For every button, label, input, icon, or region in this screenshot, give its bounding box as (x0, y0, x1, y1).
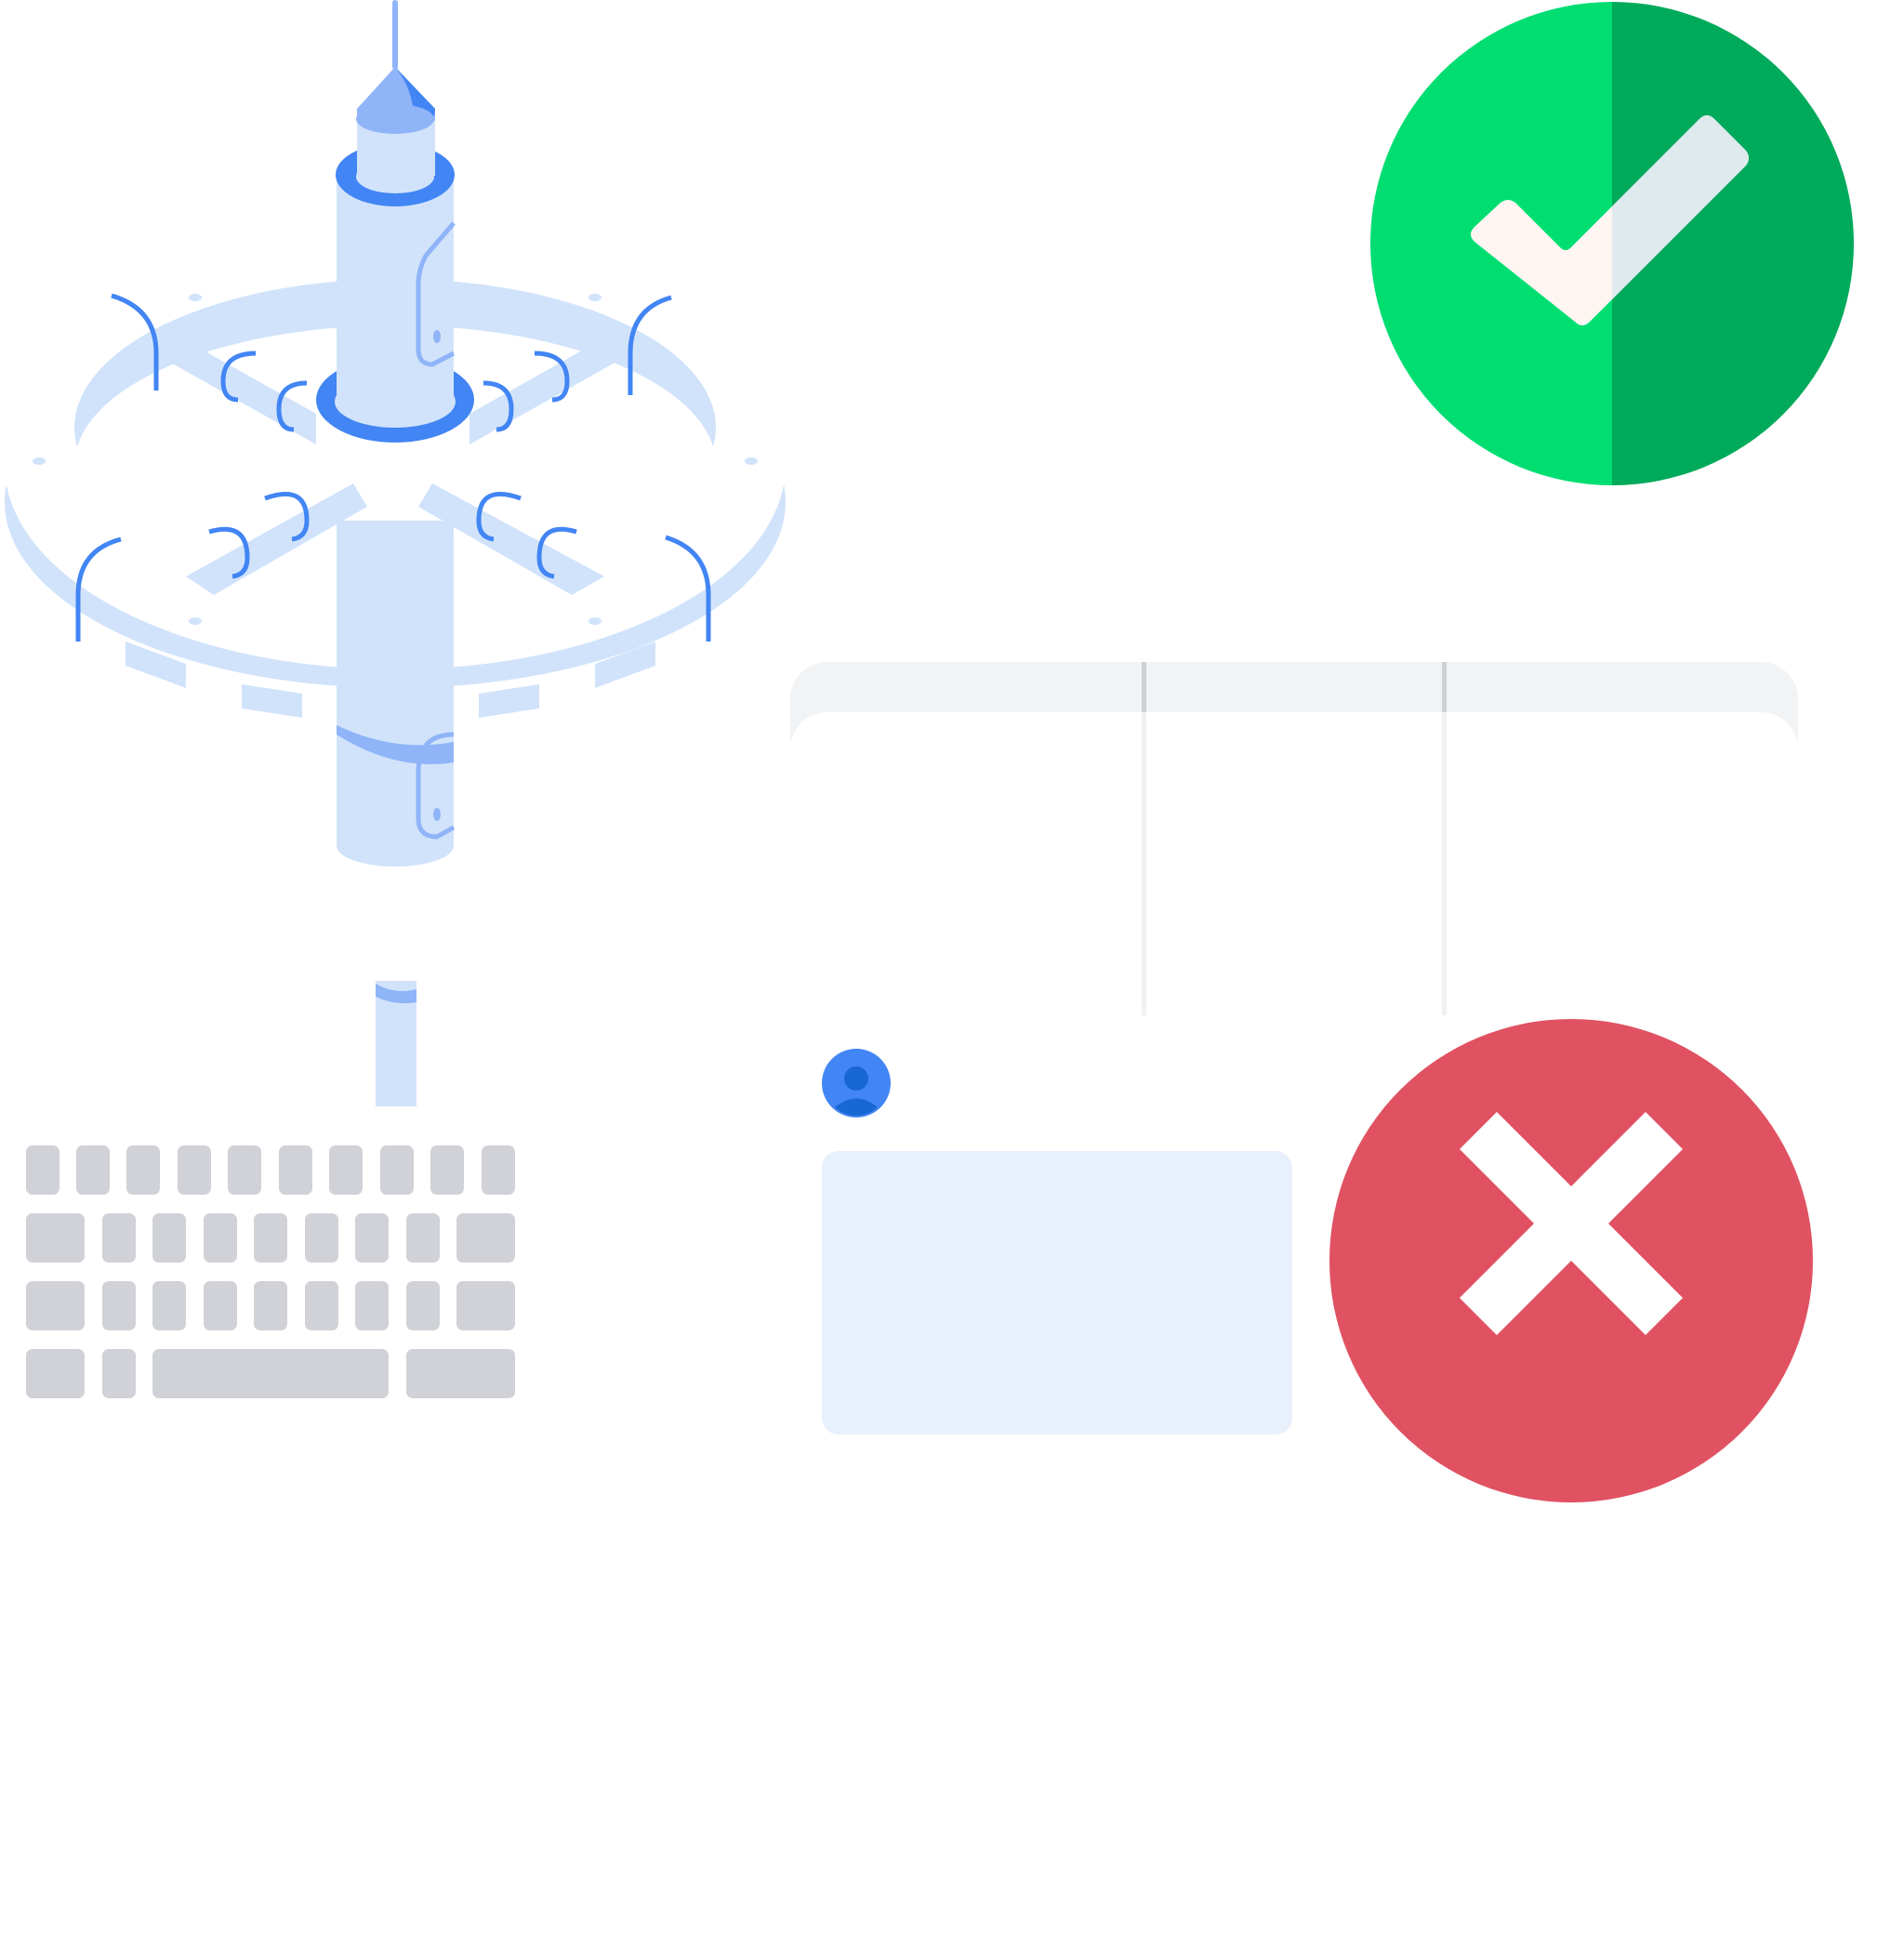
keyboard-key (380, 1145, 414, 1195)
keyboard-key (26, 1145, 60, 1195)
keyboard-key (26, 1349, 85, 1398)
keyboard-key (204, 1281, 237, 1330)
keyboard-key (178, 1145, 211, 1195)
keyboard-key (126, 1145, 160, 1195)
nozzle-needle (392, 0, 398, 70)
keyboard-key (305, 1281, 338, 1330)
keyboard-key (102, 1281, 136, 1330)
isometric-machine-illustration (5, 0, 786, 1106)
keyboard-illustration (26, 1145, 519, 1398)
keyboard-key (406, 1213, 440, 1263)
check-circle-icon (1370, 2, 1854, 485)
keyboard-key (456, 1213, 515, 1263)
keyboard-key (76, 1145, 110, 1195)
keyboard-key (329, 1145, 363, 1195)
keyboard-key (355, 1281, 389, 1330)
keyboard-key (456, 1281, 515, 1330)
user-avatar-icon (822, 1049, 891, 1118)
keyboard-key (204, 1213, 237, 1263)
close-circle-icon (1329, 1019, 1813, 1502)
content-card (822, 1151, 1292, 1435)
keyboard-key (279, 1145, 312, 1195)
keyboard-key (430, 1145, 464, 1195)
keyboard-key (254, 1281, 287, 1330)
lower-column (337, 521, 454, 846)
keyboard-key (102, 1213, 136, 1263)
keyboard-key (305, 1213, 338, 1263)
machine-arms (167, 330, 618, 595)
column-divider (1142, 662, 1146, 712)
machine-hooks (75, 293, 711, 642)
keyboard-key (482, 1145, 515, 1195)
keyboard-key (254, 1213, 287, 1263)
column-divider (1142, 712, 1146, 1015)
keyboard-key (26, 1281, 85, 1330)
keyboard-key (406, 1349, 515, 1398)
keyboard-key (355, 1213, 389, 1263)
keyboard-key (102, 1349, 136, 1398)
ring-teeth (126, 642, 655, 723)
keyboard-spacebar (152, 1349, 389, 1398)
keyboard-key (26, 1213, 85, 1263)
keyboard-key (406, 1281, 440, 1330)
close-x-mark (1460, 1112, 1683, 1335)
keyboard-key (152, 1281, 186, 1330)
column-divider (1442, 662, 1447, 712)
keyboard-key (152, 1213, 186, 1263)
column-divider (1442, 712, 1447, 1015)
keyboard-key (228, 1145, 261, 1195)
